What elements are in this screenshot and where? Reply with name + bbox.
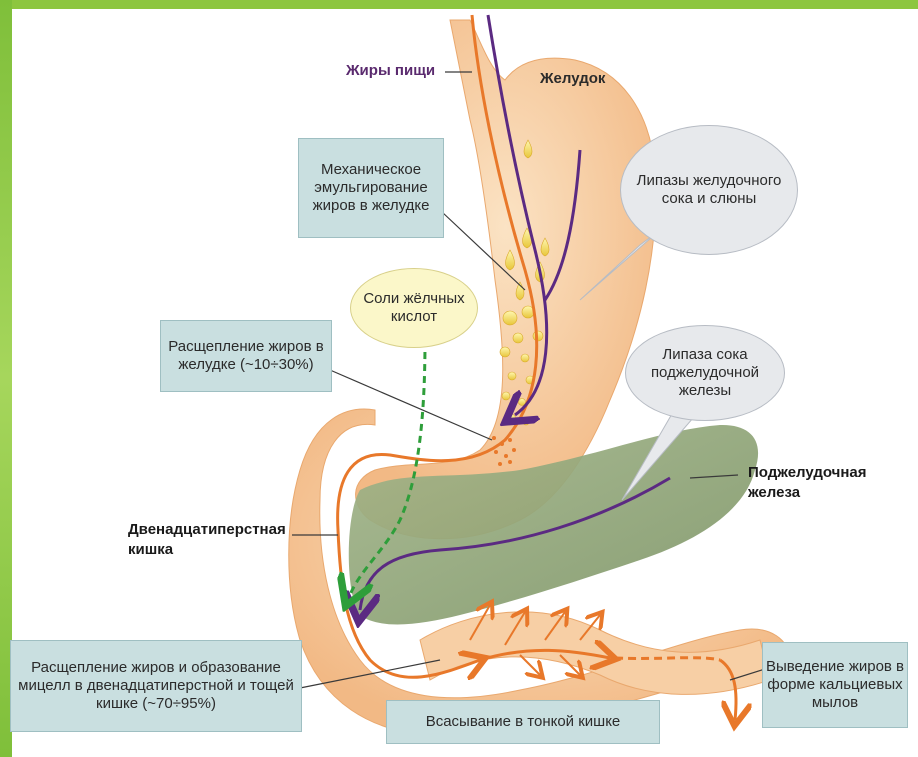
pancreatic-lipase-bubble: Липаза сока поджелудочной железы	[625, 325, 785, 421]
pancreas-label: Поджелудочная железа	[748, 463, 888, 503]
stomach-split-box: Расщепление жиров в желудке (~10÷30%)	[160, 320, 332, 392]
gastric-lipases-bubble: Липазы желудочного сока и слюны	[620, 125, 798, 255]
micelles-box: Расщепление жиров и образование мицелл в…	[10, 640, 302, 732]
mech-emulsification-box: Механическое эмульгирование жиров в желу…	[298, 138, 444, 238]
stomach-label: Желудок	[540, 70, 605, 87]
duodenum-label: Двенадцатиперстная кишка	[128, 520, 296, 560]
bile-salts-bubble: Соли жёлчных кислот	[350, 268, 478, 348]
excretion-box: Выведение жиров в форме кальциевых мылов	[762, 642, 908, 728]
food-fats-label: Жиры пищи	[346, 62, 435, 79]
absorption-box: Всасывание в тонкой кишке	[386, 700, 660, 744]
